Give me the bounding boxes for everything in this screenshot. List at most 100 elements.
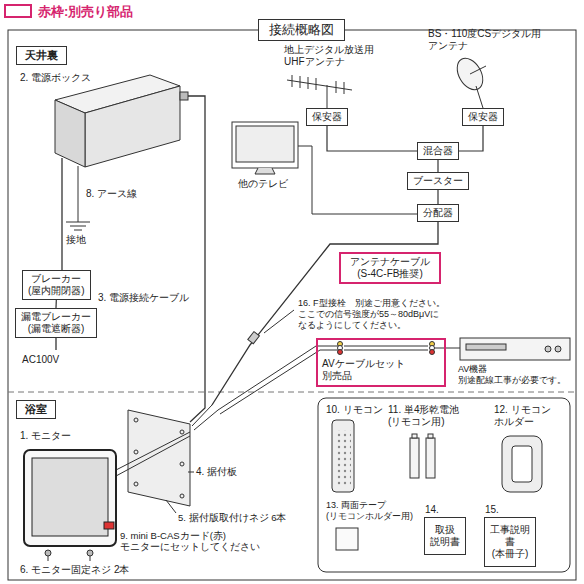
node-text: 取扱 説明書	[430, 524, 460, 548]
monitor	[24, 450, 116, 546]
callout-label: 8. アース線	[86, 188, 137, 200]
protector-box: 保安器	[462, 108, 504, 126]
breaker-box: ブレーカー (屋内開閉器)	[22, 270, 91, 300]
manual-box: 14.取扱 説明書	[424, 517, 466, 555]
bathroom-cables	[188, 472, 194, 473]
node-text: 工事説明 書(本冊子)	[490, 524, 530, 560]
av-cable	[218, 346, 340, 410]
mounting-plate	[134, 450, 138, 454]
other-tv	[232, 122, 298, 168]
uhf-antenna	[308, 77, 309, 89]
remote-holder	[502, 436, 542, 492]
node-text: 保安器	[468, 111, 498, 123]
earth-wire	[78, 166, 79, 222]
callout-label: 他のテレビ	[238, 178, 288, 190]
bs-cs-dish	[476, 86, 483, 108]
power-cable	[188, 96, 205, 422]
uhf-antenna	[287, 80, 352, 90]
callout-label: AC100V	[22, 354, 59, 366]
av-device	[545, 346, 551, 352]
uhf-antenna	[287, 75, 352, 108]
legend-text: 赤枠:別売り部品	[38, 4, 133, 20]
batteries	[412, 434, 417, 438]
section-box: 浴室	[16, 400, 56, 419]
callout-label: 13. 両面テープ (リモコンホルダー用)	[326, 500, 426, 522]
power-box	[55, 75, 188, 167]
other-tv	[255, 168, 275, 174]
bs-cs-dish	[452, 54, 488, 94]
av-device	[460, 338, 570, 360]
accessory-panel	[318, 398, 570, 572]
callout-label: 5. 据付版取付けネジ 6本	[178, 512, 287, 523]
uhf-antenna	[300, 76, 301, 88]
other-tv	[236, 126, 294, 162]
earth-wire	[66, 222, 90, 223]
mounting-plate	[128, 410, 190, 506]
uhf-antenna	[292, 75, 293, 87]
batteries	[410, 438, 419, 478]
connector-line	[55, 300, 56, 308]
mixer-box: 混合器	[417, 142, 459, 160]
av-cable	[430, 350, 435, 355]
callout-label: 2. 電源ボックス	[20, 72, 91, 84]
callout-label: AV機器 別途配線工事が必要です。	[458, 364, 566, 386]
callout-label: 1. モニター	[20, 430, 71, 442]
section-divider	[8, 392, 576, 393]
power-cable	[56, 96, 205, 422]
connector-line	[437, 190, 438, 204]
bathroom-cables	[166, 500, 176, 513]
connector-line	[459, 126, 483, 151]
power-box	[180, 92, 188, 100]
splitter-box: 分配器	[417, 204, 459, 222]
uhf-antenna	[344, 82, 345, 94]
bs-cs-dish	[452, 54, 488, 108]
bs-cs-dish	[470, 66, 486, 74]
f-connector	[248, 310, 294, 344]
other-tv	[232, 122, 298, 174]
breaker-box: 漏電ブレーカー (漏電遮断器)	[15, 308, 97, 338]
connector-line	[437, 160, 438, 172]
callout-label: 4. 据付板	[196, 466, 237, 478]
power-cable	[55, 336, 56, 350]
remote-control	[332, 420, 354, 492]
node-text: 混合器	[423, 145, 453, 157]
callout-label: 接地	[66, 234, 86, 246]
node-text: アンテナケーブル (S-4C-FB推奨)	[346, 256, 434, 280]
av-device	[466, 344, 506, 350]
mounting-plate	[180, 430, 184, 434]
monitor	[24, 450, 116, 546]
node-text: 浴室	[25, 403, 47, 416]
legend-swatch	[4, 4, 32, 18]
bathroom-cables	[116, 436, 190, 476]
batteries	[428, 434, 433, 438]
monitor-screws	[45, 550, 93, 561]
monitor-screws	[90, 556, 91, 561]
callout-label: 6. モニター固定ネジ 2本	[20, 564, 129, 576]
callout-number: 14.	[425, 504, 439, 516]
remote-holder	[502, 436, 542, 492]
callout-label: 12. リモコン ホルダー	[494, 404, 560, 428]
remote-control	[335, 430, 351, 486]
accessory-panel	[318, 398, 570, 572]
option-part-box: AVケーブルセット 別売品	[316, 338, 446, 387]
monitor-screws	[87, 550, 93, 556]
bathroom-cables	[116, 405, 218, 513]
earth-wire	[70, 226, 86, 227]
node-text: ブースター	[413, 175, 463, 187]
av-cable	[432, 348, 460, 349]
batteries	[426, 438, 435, 478]
power-cable	[61, 158, 62, 272]
callout-label: 9. mini B-CASカード(赤) モニターにセットしてください	[120, 530, 270, 553]
callout-number: 15.	[485, 504, 499, 516]
power-box	[85, 86, 180, 167]
option-part-box: アンテナケーブル (S-4C-FB推奨)	[339, 252, 441, 284]
mounting-plate	[180, 494, 184, 498]
callout-label: 10. リモコン	[326, 404, 383, 416]
remote-holder	[512, 446, 532, 482]
section-box: 天井裏	[16, 46, 67, 65]
mounting-plate	[134, 418, 138, 422]
f-connector	[264, 310, 294, 333]
manual-box: 15.工事説明 書(本冊子)	[484, 517, 536, 567]
av-device	[555, 346, 561, 352]
bathroom-cables	[194, 410, 218, 430]
